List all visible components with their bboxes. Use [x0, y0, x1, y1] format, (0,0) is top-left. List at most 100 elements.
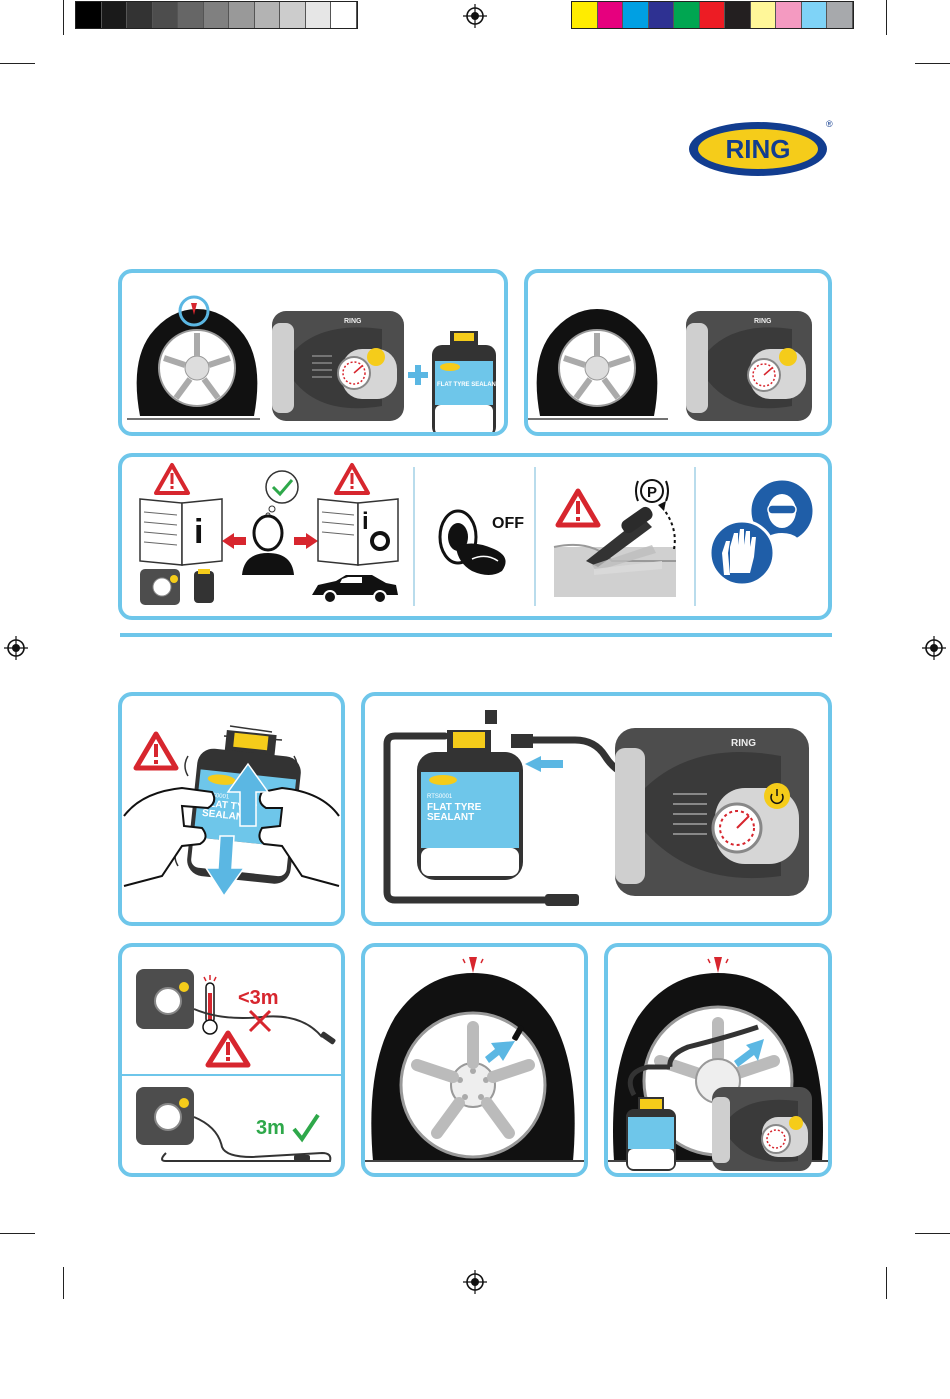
compressor-logo-text: RING	[344, 318, 362, 325]
gray-swatch	[76, 2, 102, 28]
warning-triangle-icon	[156, 465, 188, 493]
gray-swatch	[306, 2, 332, 28]
panel-connect-hose: RTS0001 FLAT TYRE SEALANT RING	[361, 692, 832, 926]
sealant-bottle-icon: FLAT TYRE SEALANT	[432, 331, 500, 432]
gray-swatch	[127, 2, 153, 28]
manual-book-icon-right: i	[318, 499, 398, 565]
gray-swatch	[102, 2, 128, 28]
crop-mark	[0, 1233, 35, 1234]
checkmark-icon	[294, 1115, 318, 1139]
valve-illustration	[365, 947, 584, 1173]
sealant-bottle-icon: RTS0001 FLAT TYRE SEALANT	[417, 730, 523, 880]
right-arrow-icon	[294, 533, 318, 549]
svg-text:i: i	[362, 508, 369, 535]
compressor-icon	[136, 969, 194, 1029]
flat-tyre-icon	[365, 973, 584, 1161]
gray-swatch	[204, 2, 230, 28]
crop-mark	[63, 0, 64, 35]
logo-text: RING	[726, 134, 791, 164]
warning-triangle-icon	[136, 734, 176, 768]
color-swatch	[623, 2, 649, 28]
bottle-product-code: RTS0001	[427, 794, 453, 800]
flat-tyre-icon	[528, 309, 668, 419]
left-arrow-icon	[222, 533, 246, 549]
manual-book-icon-left: i	[140, 499, 222, 565]
color-swatch	[674, 2, 700, 28]
panel-preparation: i i	[118, 453, 832, 620]
thermometer-icon	[203, 975, 217, 1034]
color-swatch	[751, 2, 777, 28]
color-swatch	[572, 2, 598, 28]
compressor-only-illustration: RING	[528, 273, 828, 432]
connect-arrow-icon	[525, 756, 563, 772]
warning-triangle-icon	[558, 491, 598, 525]
gray-swatch	[229, 2, 255, 28]
compressor-icon: RING	[272, 311, 404, 421]
car-icon	[312, 575, 398, 603]
hose-connector-icon	[511, 734, 533, 748]
crop-mark	[886, 1267, 887, 1299]
color-swatch	[725, 2, 751, 28]
plug-icon	[320, 1031, 337, 1045]
registration-mark-right	[922, 636, 946, 660]
parking-brake-letter: P	[647, 484, 657, 501]
safety-gloves-icon	[710, 521, 774, 585]
compressor-logo-text: RING	[754, 318, 772, 325]
sealant-bottle-label: FLAT TYRE SEALANT	[437, 382, 500, 388]
grayscale-calibration-bar	[75, 1, 358, 29]
kit-contents-illustration: RING FLAT TYRE SEALANT	[122, 273, 504, 432]
color-swatch	[827, 2, 853, 28]
registration-mark-top	[463, 4, 487, 28]
color-calibration-bar	[571, 1, 854, 29]
hose-end-connector-icon	[545, 894, 579, 906]
color-swatch	[802, 2, 828, 28]
color-swatch	[598, 2, 624, 28]
registered-mark: ®	[826, 119, 833, 129]
cross-icon	[250, 1011, 270, 1031]
plus-icon	[408, 365, 428, 385]
distance-warning-label: <3m	[238, 987, 279, 1010]
gray-swatch	[255, 2, 281, 28]
gray-swatch	[331, 2, 357, 28]
inflate-tyre-illustration	[608, 947, 828, 1173]
puncture-marker-icon	[463, 957, 483, 973]
shake-bottle-illustration: RTS0001 FLAT TYRE SEALANT	[122, 696, 341, 922]
plug-icon	[294, 1155, 310, 1161]
section-divider	[413, 467, 415, 606]
crop-mark	[63, 1267, 64, 1299]
registration-mark-bottom	[463, 1270, 487, 1294]
bottle-subtitle: SEALANT	[427, 812, 474, 823]
panel-shake-bottle: RTS0001 FLAT TYRE SEALANT	[118, 692, 345, 926]
panel-compressor-only: RING	[524, 269, 832, 436]
compressor-icon	[136, 1087, 194, 1145]
ring-logo: RING ®	[688, 118, 833, 178]
preparation-illustration: i i	[122, 457, 828, 616]
compressor-icon	[712, 1087, 812, 1171]
section-divider	[694, 467, 696, 606]
svg-text:i: i	[194, 513, 203, 551]
compressor-icon: RING	[686, 311, 812, 421]
connect-hose-illustration: RTS0001 FLAT TYRE SEALANT RING	[365, 696, 828, 922]
ignition-off-label: OFF	[492, 515, 524, 533]
crop-mark	[886, 0, 887, 35]
panel-valve	[361, 943, 588, 1177]
cable-distance-illustration	[122, 947, 341, 1173]
crop-mark	[915, 63, 950, 64]
warning-triangle-icon	[208, 1033, 248, 1065]
person-icon	[242, 516, 294, 575]
panel-inflate-tyre	[604, 943, 832, 1177]
puncture-marker-icon	[708, 957, 728, 973]
color-swatch	[776, 2, 802, 28]
gray-swatch	[178, 2, 204, 28]
crop-mark	[915, 1233, 950, 1234]
panel-kit-contents: RING FLAT TYRE SEALANT	[118, 269, 508, 436]
compressor-kit-icon	[140, 569, 214, 605]
registration-mark-left	[4, 636, 28, 660]
distance-ok-label: 3m	[256, 1117, 285, 1140]
gray-swatch	[153, 2, 179, 28]
valve-cap-icon	[485, 710, 497, 724]
section-divider-line	[120, 633, 832, 637]
section-divider	[534, 467, 536, 606]
color-swatch	[649, 2, 675, 28]
warning-triangle-icon	[336, 465, 368, 493]
